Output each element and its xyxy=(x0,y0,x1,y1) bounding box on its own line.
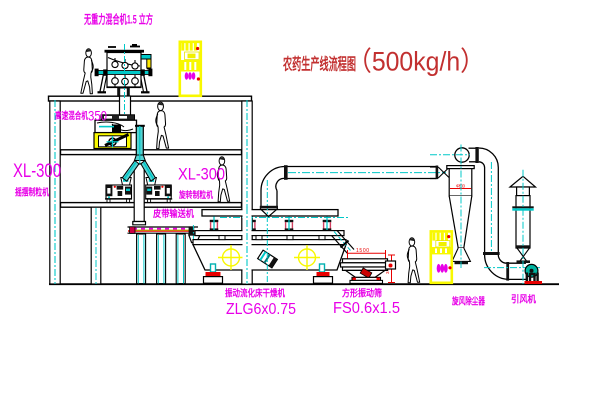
svg-text:旋转制粒机: 旋转制粒机 xyxy=(178,189,213,200)
svg-text:农药生产线流程图: 农药生产线流程图 xyxy=(282,55,356,74)
svg-text:XL-300: XL-300 xyxy=(13,161,61,182)
svg-text:（500kg/h）: （500kg/h） xyxy=(347,47,485,77)
svg-text:无重力混合机1.5 立方: 无重力混合机1.5 立方 xyxy=(83,12,153,27)
svg-text:方形振动筛: 方形振动筛 xyxy=(342,288,382,300)
svg-text:XL-300: XL-300 xyxy=(178,166,225,184)
svg-text:350: 350 xyxy=(88,109,107,124)
svg-text:引风机: 引风机 xyxy=(511,294,536,306)
svg-text:摇摆制粒机: 摇摆制粒机 xyxy=(15,187,49,199)
svg-text:振动流化床干燥机: 振动流化床干燥机 xyxy=(225,288,285,300)
svg-text:皮带输送机: 皮带输送机 xyxy=(152,208,194,220)
svg-text:1500: 1500 xyxy=(356,248,369,254)
svg-text:FS0.6x1.5: FS0.6x1.5 xyxy=(333,300,400,317)
svg-text:ZLG6x0.75: ZLG6x0.75 xyxy=(226,301,296,318)
svg-text:旋风除尘器: 旋风除尘器 xyxy=(451,296,485,308)
svg-text:高速混合机: 高速混合机 xyxy=(55,110,88,122)
